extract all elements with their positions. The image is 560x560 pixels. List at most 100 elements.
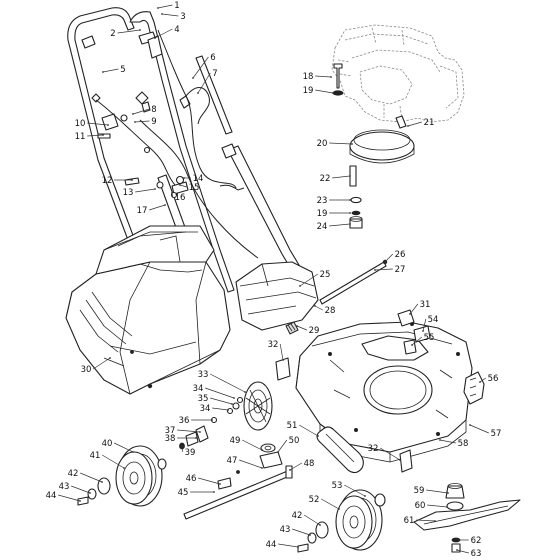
callout-number: 41 [90,451,101,461]
callout-leader-line [242,439,263,451]
callout-c11: 11 [75,132,104,142]
callout-number: 44 [266,540,277,550]
callout-leader-line [102,68,119,73]
callout-leader-line [422,318,427,332]
callout-anchor-dot [330,76,332,78]
callout-c44: 44 [46,491,81,502]
callout-anchor-dot [469,424,471,426]
callout-c62: 62 [457,536,481,546]
callout-anchor-dot [319,524,321,526]
front-axle [183,443,293,520]
callout-number: 55 [424,333,435,343]
callout-leader-line [102,454,125,469]
callout-c48: 48 [289,459,314,471]
callout-anchor-dot [154,188,156,190]
callout-anchor-dot [132,451,134,453]
callout-anchor-dot [171,192,173,194]
callout-c37: 37 [165,426,201,436]
callout-anchor-dot [101,481,103,483]
callout-anchor-dot [195,437,197,439]
callout-leader-line [135,188,156,193]
callout-number: 42 [292,511,303,521]
callout-number: 25 [320,270,331,280]
callout-leader-line [315,89,334,94]
callout-number: 8 [151,105,156,115]
callout-c29: 29 [296,325,319,336]
callout-anchor-dot [374,269,376,271]
callout-number: 32 [368,444,379,454]
callout-c2: 2 [110,29,141,39]
callout-c26: 26 [384,250,405,263]
callout-number: 31 [420,300,431,310]
callout-number: 54 [428,315,439,325]
cable-wires [95,29,259,259]
callout-leader-line [210,373,246,393]
callout-leader-line [292,528,311,536]
callout-layer: 1234567891011121314151617181920212223192… [46,1,502,559]
callout-c17: 17 [137,204,166,216]
callout-anchor-dot [219,483,221,485]
callout-number: 59 [414,486,425,496]
callout-c21: 21 [407,118,434,128]
callout-number: 29 [309,326,320,336]
callout-number: 32 [268,340,279,350]
callout-c41: 41 [90,451,125,469]
callout-leader-line [210,397,233,405]
callout-c38: 38 [165,434,197,444]
callout-leader-line [344,484,366,497]
callout-c8: 8 [132,105,157,115]
callout-c31: 31 [409,300,430,315]
callout-leader-line [332,175,351,179]
callout-number: 40 [102,439,113,449]
height-clips [275,357,413,473]
callout-number: 34 [200,404,211,414]
callout-number: 45 [178,488,189,498]
engine-outline [331,24,465,123]
callout-anchor-dot [211,419,213,421]
callout-c50: 50 [277,436,299,453]
callout-leader-line [87,122,109,126]
callout-anchor-dot [364,495,366,497]
callout-anchor-dot [179,184,181,186]
callout-c40: 40 [102,439,134,453]
callout-leader-line [329,142,353,145]
callout-anchor-dot [181,445,183,447]
callout-leader-line [411,336,423,346]
rear-flap [235,261,319,331]
callout-c58: 58 [439,439,468,449]
callout-number: 43 [59,482,70,492]
callout-number: 19 [303,86,314,96]
callout-c19: 19 [303,86,334,96]
callout-anchor-dot [183,177,185,179]
callout-c60: 60 [415,501,448,511]
callout-number: 23 [317,196,328,206]
callout-leader-line [469,424,489,434]
callout-leader-line [80,472,103,483]
callout-c3: 3 [161,12,186,22]
callout-leader-line [439,439,456,444]
callout-anchor-dot [277,451,279,453]
rear-wheel-parts [179,381,273,450]
callout-anchor-dot [439,439,441,441]
callout-anchor-dot [231,403,233,405]
callout-c36: 36 [179,416,213,426]
callout-number: 33 [198,370,209,380]
callout-leader-line [416,519,436,522]
callout-c27: 27 [374,265,405,275]
callout-c42b: 42 [292,511,321,526]
grass-box [65,225,231,395]
callout-c10: 10 [75,119,109,129]
callout-anchor-dot [309,534,311,536]
callout-c13: 13 [123,188,156,198]
callout-c23: 23 [317,196,351,206]
callout-number: 24 [317,222,328,232]
callout-anchor-dot [399,459,401,461]
callout-number: 5 [120,65,125,75]
callout-leader-line [179,184,187,188]
callout-number: 35 [198,394,209,404]
callout-anchor-dot [296,325,298,327]
callout-c22: 22 [320,174,351,184]
callout-number: 27 [395,265,406,275]
